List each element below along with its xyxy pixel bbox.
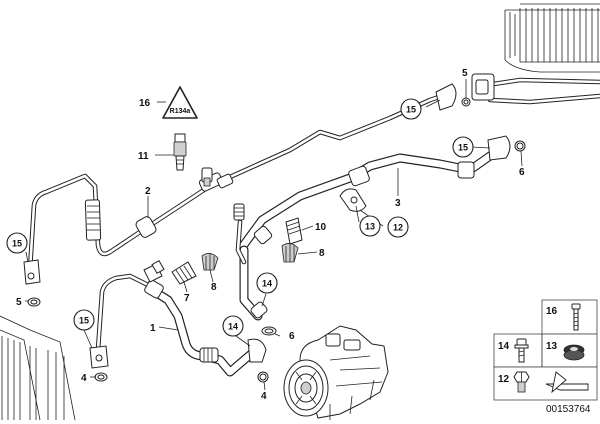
callout-6-right: 6 [519,167,525,178]
valve-cap-8-left [201,253,219,271]
legend-num-13: 13 [546,341,558,352]
ref-15-top: 15 [406,105,416,115]
callout-8-right: 8 [319,248,325,259]
grommet-icon [563,344,585,361]
condenser-top-right [471,3,600,105]
hose-3-pressure-line [238,135,511,321]
ref-13: 13 [365,222,375,232]
ref-14-upper: 14 [262,279,272,289]
callout-3: 3 [395,198,401,209]
callout-11: 11 [138,151,149,162]
callout-5-left: 5 [16,297,22,308]
pressure-switch-11 [173,133,187,171]
flange-screw-icon [514,338,529,363]
callout-16: 16 [139,98,151,109]
valve-small-near-hose [143,259,165,283]
circled-references: 15 15 15 15 14 14 13 12 [6,98,474,337]
diagram-part-number: 00153764 [546,404,591,415]
callout-numbers: 16 11 2 1 3 4 4 5 5 6 6 7 8 8 10 [16,68,525,402]
radiator-bottom-left [0,315,76,421]
ref-15-right: 15 [458,143,468,153]
ac-compressor [283,325,389,420]
wedge-arrow-icon [545,371,589,394]
refrigerant-warning-triangle: R134a [162,86,198,119]
legend-num-14: 14 [498,341,510,352]
ref-15-lower: 15 [79,316,89,326]
hose-middle-section [233,203,247,265]
hex-nut-icon [513,371,530,393]
ref-15-left: 15 [12,239,22,249]
parts-legend: 16 14 13 12 [493,299,598,401]
valve-10 [285,217,303,245]
valve-7 [171,261,197,285]
o-rings [27,97,526,383]
callout-7: 7 [184,293,190,304]
callout-2: 2 [145,186,151,197]
valve-cap-8-right [281,243,299,263]
triangle-text: R134a [170,108,191,115]
hose-1-liquid-line [89,273,267,377]
bolt-icon [571,303,581,331]
callout-1: 1 [150,323,156,334]
ref-14-lower: 14 [228,322,238,332]
sensor-on-pipe [201,167,213,187]
callout-6-center: 6 [289,331,295,342]
callout-8-left: 8 [211,282,217,293]
legend-num-16: 16 [546,306,558,317]
callout-4-left: 4 [81,373,87,384]
legend-num-12: 12 [498,374,510,385]
callout-4-bottom: 4 [261,391,267,402]
callout-10: 10 [315,222,327,233]
ref-12: 12 [393,223,403,233]
callout-5-top: 5 [462,68,468,79]
